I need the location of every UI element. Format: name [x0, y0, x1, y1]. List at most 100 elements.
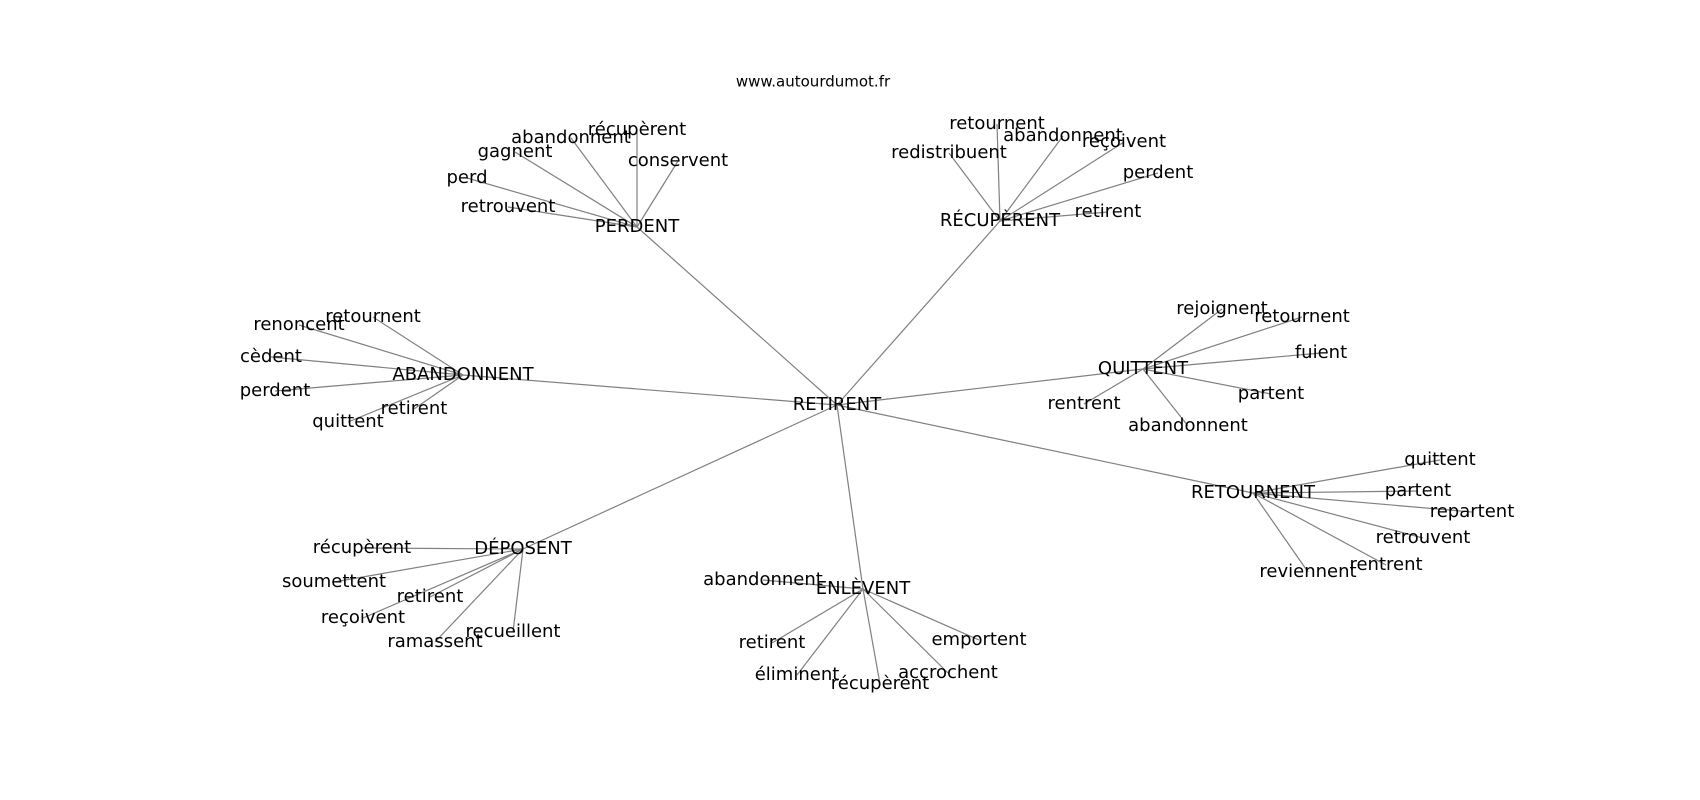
leaf-node-abandonnent: renoncent — [253, 314, 344, 335]
leaf-node-retournent: reviennent — [1259, 561, 1356, 582]
edge-deposent-leaf — [361, 547, 524, 550]
leaf-node-abandonnent: cèdent — [240, 346, 302, 367]
edge-abandonnent-leaf — [274, 374, 464, 392]
edge-perdent-leaf — [466, 177, 638, 228]
leaf-node-deposent: recueillent — [465, 621, 560, 642]
edge-retournent-leaf — [1252, 492, 1424, 539]
leaf-node-recuperent: abandonnent — [1003, 125, 1123, 146]
leaf-node-deposent: ramassent — [387, 631, 482, 652]
hub-node-quittent: QUITTENT — [1098, 358, 1189, 379]
edge-quittent-leaf — [1142, 368, 1189, 427]
leaf-node-enlevent: éliminent — [755, 664, 840, 685]
edge-quittent-leaf — [1142, 316, 1303, 370]
edge-perdent-leaf — [507, 206, 638, 228]
edge-retournent-leaf — [1252, 459, 1441, 494]
edge-enlevent-leaf — [762, 579, 864, 590]
leaf-node-recuperent: perdent — [1123, 162, 1194, 183]
edge-deposent-leaf — [333, 548, 524, 583]
edge-quittent-leaf — [1142, 308, 1223, 370]
edge-enlevent-leaf — [862, 588, 881, 685]
hub-node-deposent: DÉPOSENT — [474, 537, 573, 559]
leaf-node-retournent: partent — [1385, 480, 1451, 501]
leaf-node-quittent: partent — [1238, 383, 1304, 404]
edge-perdent-leaf — [514, 151, 638, 228]
leaf-node-abandonnent: quittent — [312, 411, 384, 432]
leaf-node-abandonnent: retournent — [325, 306, 421, 327]
edge-recuperent-leaf — [999, 172, 1159, 222]
edge-quittent-leaf — [1083, 368, 1144, 405]
center-node-label: RETIRENT — [793, 394, 883, 415]
edge-retournent-leaf — [1252, 492, 1473, 513]
edge-abandonnent-leaf — [413, 374, 464, 410]
leaf-node-quittent: rejoignent — [1176, 298, 1267, 319]
leaf-node-deposent: récupèrent — [313, 537, 411, 558]
leaf-node-perdent: récupèrent — [588, 119, 686, 140]
leaf-node-enlevent: récupèrent — [831, 673, 929, 694]
edge-quittent-leaf — [1142, 352, 1322, 370]
edge-quittent-leaf — [1142, 368, 1272, 395]
edge-enlevent-leaf — [862, 588, 980, 641]
edge-retournent-leaf — [1252, 492, 1387, 566]
edge-enlevent-leaf — [771, 588, 864, 644]
edge-abandonnent-leaf — [298, 324, 464, 376]
edge-center-retournent — [836, 404, 1254, 494]
leaf-node-enlevent: retirent — [739, 632, 806, 653]
leaf-node-perdent: perd — [446, 167, 487, 188]
edge-recuperent-leaf — [999, 141, 1125, 222]
leaf-node-perdent: retrouvent — [461, 196, 556, 217]
leaf-node-perdent: gagnent — [478, 141, 553, 162]
leaf-node-enlevent: emportent — [931, 629, 1026, 650]
edge-perdent-leaf — [636, 160, 679, 228]
hub-node-retournent: RETOURNENT — [1191, 482, 1316, 503]
edge-center-quittent — [836, 368, 1144, 406]
edge-abandonnent-leaf — [270, 356, 464, 376]
edge-deposent-leaf — [429, 548, 524, 598]
leaf-node-retournent: repartent — [1430, 501, 1515, 522]
leaf-node-retournent: retrouvent — [1376, 527, 1471, 548]
edge-center-perdent — [636, 226, 838, 406]
leaf-node-deposent: soumettent — [282, 571, 386, 592]
leaf-node-deposent: reçoivent — [321, 607, 405, 628]
leaf-node-recuperent: reçoivent — [1082, 131, 1166, 152]
edge-retournent-leaf — [1252, 492, 1309, 573]
leaf-node-recuperent: retirent — [1075, 201, 1142, 222]
hub-node-enlevent: ENLÈVENT — [816, 577, 911, 599]
edge-center-enlevent — [836, 404, 864, 590]
edge-deposent-leaf — [512, 548, 524, 633]
edge-center-deposent — [522, 404, 838, 550]
leaf-node-enlevent: abandonnent — [703, 569, 823, 590]
graph-labels: www.autourdumot.fr RETIRENT PERDENT récupè… — [240, 73, 1515, 695]
leaf-node-retournent: rentrent — [1349, 554, 1422, 575]
edge-recuperent-leaf — [999, 135, 1064, 222]
edge-center-recuperent — [836, 220, 1001, 406]
edge-enlevent-leaf — [796, 588, 864, 676]
edge-recuperent-leaf — [999, 211, 1109, 222]
leaf-node-recuperent: redistribuent — [891, 142, 1007, 163]
leaf-node-deposent: retirent — [397, 586, 464, 607]
hub-node-abandonnent: ABANDONNENT — [392, 364, 534, 385]
source-site-label: www.autourdumot.fr — [736, 73, 891, 91]
graph-edges — [270, 123, 1473, 685]
edge-abandonnent-leaf — [347, 374, 464, 423]
edge-enlevent-leaf — [862, 588, 949, 674]
leaf-node-retournent: quittent — [1404, 449, 1476, 470]
edge-perdent-leaf — [570, 137, 638, 228]
edge-retournent-leaf — [1252, 490, 1419, 494]
edge-deposent-leaf — [434, 548, 524, 643]
leaf-node-perdent: abandonnent — [511, 127, 631, 148]
leaf-node-quittent: rentrent — [1047, 393, 1120, 414]
leaf-node-abandonnent: retirent — [381, 398, 448, 419]
leaf-node-abandonnent: perdent — [240, 380, 311, 401]
leaf-node-perdent: conservent — [628, 150, 728, 171]
leaf-node-quittent: retournent — [1254, 306, 1350, 327]
edge-abandonnent-leaf — [372, 316, 464, 376]
hub-node-recuperent: RÉCUPÈRENT — [940, 209, 1061, 231]
hub-node-perdent: PERDENT — [595, 216, 680, 237]
leaf-node-recuperent: retournent — [949, 113, 1045, 134]
edge-recuperent-leaf — [948, 152, 1001, 222]
leaf-node-quittent: abandonnent — [1128, 415, 1248, 436]
leaf-node-enlevent: accrochent — [898, 662, 998, 683]
edge-center-abandonnent — [462, 374, 838, 406]
leaf-node-quittent: fuient — [1295, 342, 1347, 363]
